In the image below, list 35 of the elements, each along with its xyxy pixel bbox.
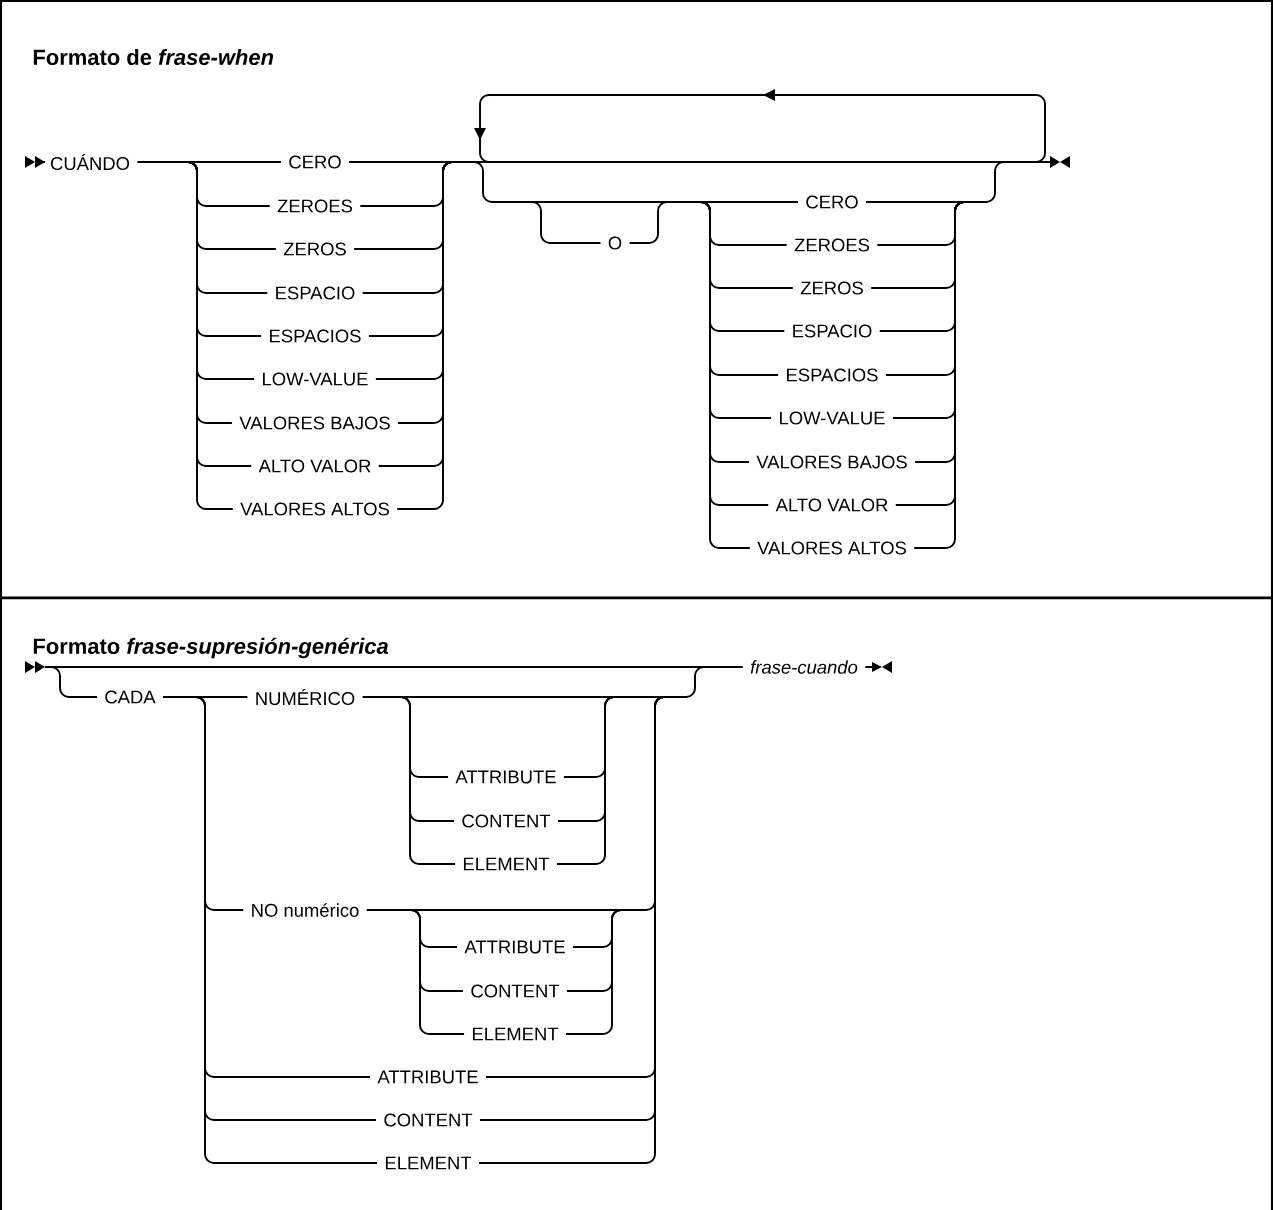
- keyword: CONTENT: [462, 814, 551, 828]
- keyword: VALORES BAJOS: [239, 416, 390, 430]
- keyword: ALTO VALOR: [258, 459, 371, 473]
- keyword: NUMÉRICO: [256, 688, 355, 706]
- keyword: ESPACIO: [276, 286, 355, 300]
- keyword: VALORES ALTOS: [240, 502, 389, 516]
- keyword: ZEROS: [283, 242, 346, 256]
- keyword: CERO: [289, 155, 341, 169]
- keyword: ELEMENT: [463, 857, 550, 871]
- keyword: VALORES BAJOS: [756, 455, 907, 469]
- keyword: VALORES ALTOS: [757, 541, 907, 555]
- keyword: O: [608, 236, 622, 250]
- keyword: ATTRIBUTE: [455, 770, 556, 784]
- keyword: CERO: [806, 195, 858, 209]
- placeholder-term: frase-cuando: [750, 660, 858, 674]
- keyword: ESPACIO: [793, 324, 872, 338]
- keyword: CONTENT: [471, 984, 560, 998]
- keyword: CUÁNDO: [50, 153, 130, 171]
- keyword: ATTRIBUTE: [464, 940, 565, 954]
- keyword: ZEROES: [277, 199, 353, 213]
- keyword: ELEMENT: [385, 1156, 472, 1170]
- section-heading: Formato de frase-when: [33, 48, 274, 66]
- keyword: NO numérico: [252, 903, 359, 917]
- keyword: ATTRIBUTE: [377, 1070, 478, 1084]
- keyword: LOW-VALUE: [263, 372, 368, 386]
- keyword: ESPACIOS: [270, 329, 361, 343]
- keyword: ELEMENT: [472, 1027, 559, 1041]
- keyword: ZEROES: [794, 238, 870, 252]
- keyword: CADA: [105, 690, 156, 704]
- keyword: ZEROS: [800, 281, 863, 295]
- section-heading: Formato frase-supresión-genérica: [33, 637, 389, 659]
- keyword: ESPACIOS: [787, 368, 878, 382]
- keyword: ALTO VALOR: [775, 498, 888, 512]
- keyword: CONTENT: [384, 1113, 473, 1127]
- keyword: LOW-VALUE: [780, 411, 885, 425]
